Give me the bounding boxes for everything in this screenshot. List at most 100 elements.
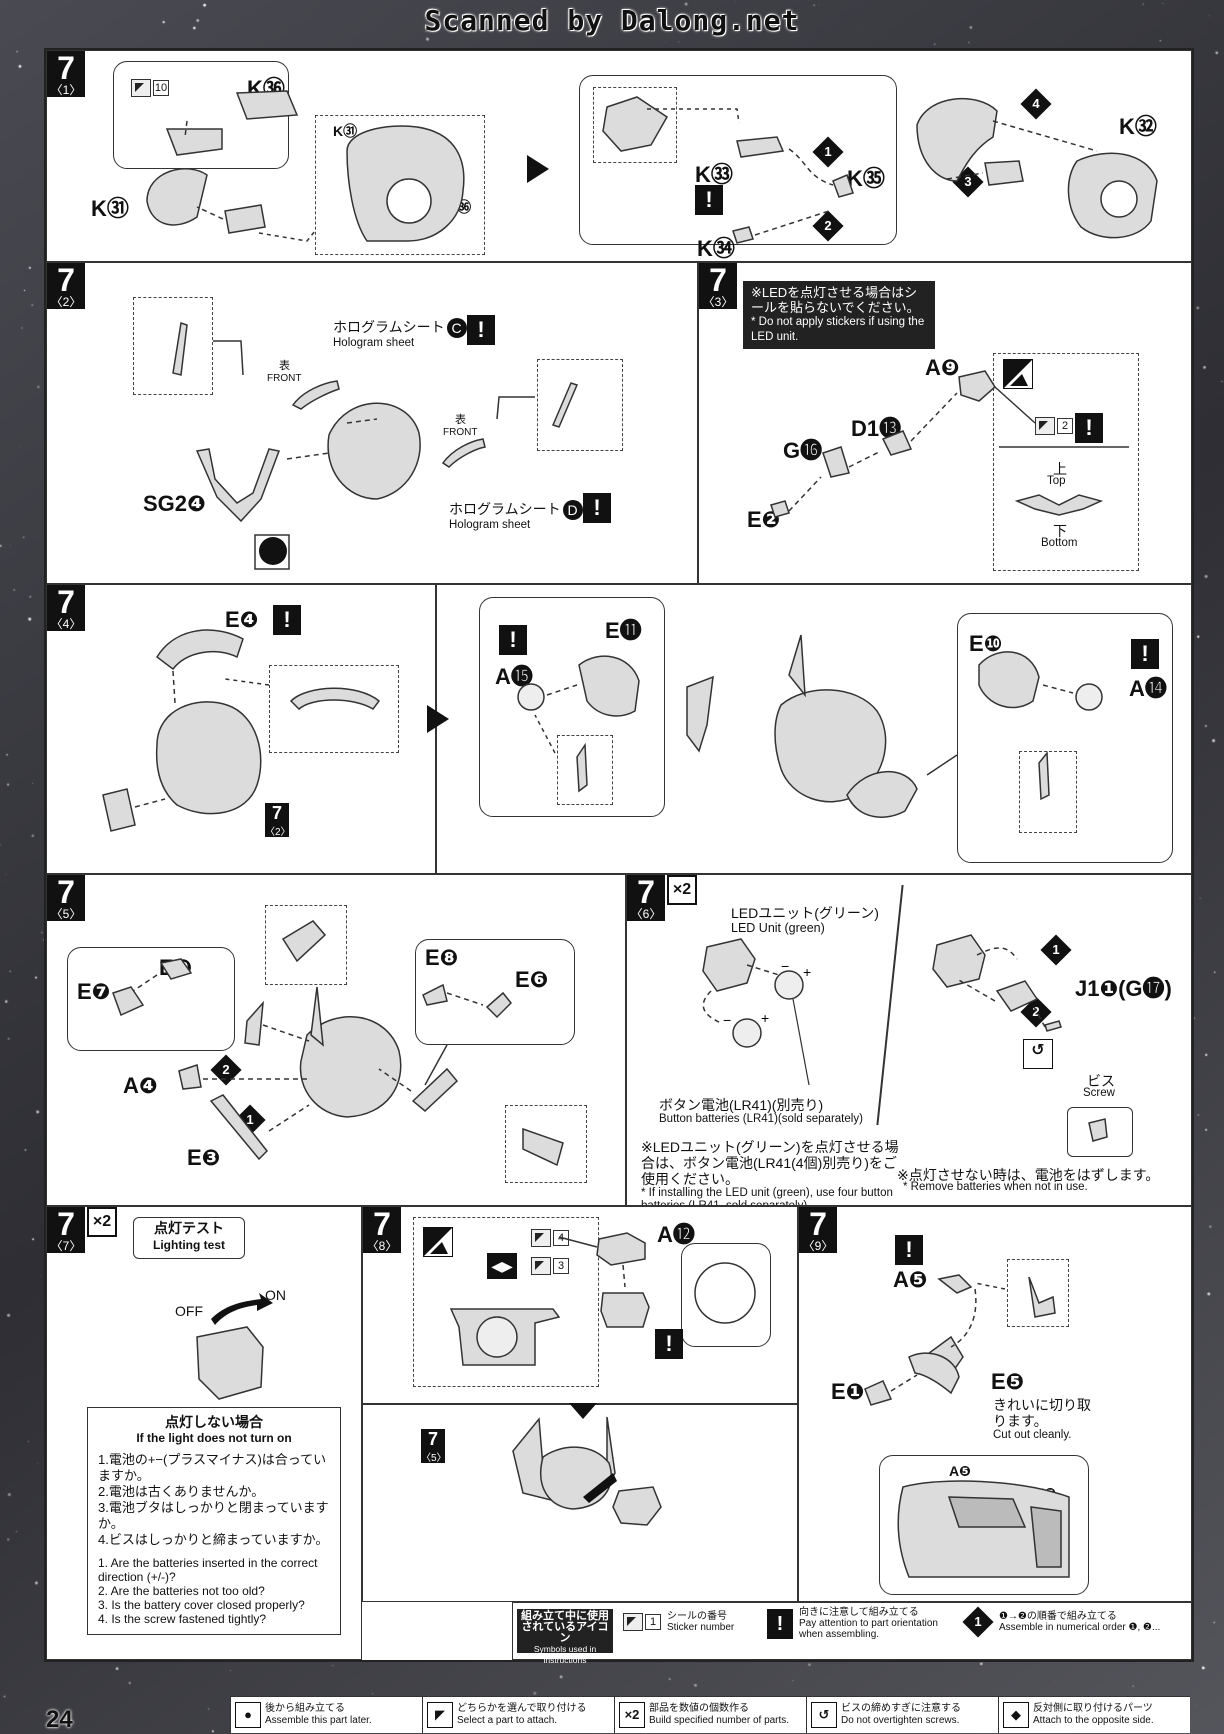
detail-box — [1019, 751, 1077, 833]
select-part-icon — [1003, 359, 1033, 389]
screw-label-en: Screw — [1083, 1087, 1115, 1099]
front-label-en: FRONT — [267, 373, 302, 384]
step-7-3-drawing — [770, 370, 1129, 518]
sticker-number: 2 — [1035, 417, 1073, 435]
orientation-warning-icon: ! — [467, 315, 495, 345]
led-sticker-note: ※LEDを点灯させる場合はシールを貼らないでください。* Do not appl… — [743, 281, 935, 349]
screw-label-jp: ビス — [1087, 1073, 1115, 1089]
part-label: K㉛ — [333, 123, 358, 139]
step-number: 7〈9〉 — [799, 1207, 837, 1253]
detail-box — [537, 359, 623, 451]
order-icon: 1 — [962, 1606, 994, 1638]
sticker-number-icon: 1 — [623, 1613, 661, 1631]
orientation-warning-icon: ! — [1131, 639, 1159, 669]
step-number: 7〈3〉 — [699, 263, 737, 309]
trouble-list-jp: 1.電池の+−(プラスマイナス)は合っていますか。 2.電池は古くありませんか。… — [98, 1452, 329, 1547]
step-number: 7〈5〉 — [47, 875, 85, 921]
reference-step-icon: 7〈5〉 — [421, 1429, 447, 1464]
step-7-5-drawing — [112, 920, 564, 1167]
part-label: A⓮ — [1129, 676, 1167, 701]
symbols-legend: 組み立て中に使用されているアイコン Symbols used in instru… — [512, 1602, 1192, 1665]
step-7-5-panel: 7〈5〉 E❾ E❼ E❽ E❻ A❹ E❸ 2 1 — [46, 874, 626, 1206]
part-label: J1❶(G⓱) — [1075, 976, 1172, 1001]
part-label: E❶ — [831, 1379, 865, 1404]
front-label-jp: 表 — [279, 360, 290, 372]
reference-step-icon: 7〈2〉 — [265, 803, 291, 838]
hologram-c-en: Hologram sheet — [333, 337, 415, 349]
trouble-title-en: If the light does not turn on — [136, 1431, 292, 1445]
multiplier-badge: ×2 — [87, 1207, 117, 1237]
cut-note-en: Cut out cleanly. — [993, 1429, 1072, 1441]
part-label: K㉜ — [1119, 114, 1157, 139]
step-7-2-drawing — [172, 322, 579, 570]
step-7-1-drawing — [146, 90, 1158, 244]
orientation-warning-icon: ! — [499, 625, 527, 655]
scan-credit: Scanned by Dalong.net — [424, 4, 800, 37]
svg-text:+: + — [761, 1010, 769, 1026]
select-part-icon — [423, 1227, 453, 1257]
step-number: 7〈2〉 — [47, 263, 85, 309]
step-7-6-panel: 7〈6〉 ×2 LEDユニット(グリーン) LED Unit (green) ボ… — [626, 874, 1192, 1206]
detail-box — [265, 905, 347, 985]
remove-batteries-en: * Remove batteries when not in use. — [903, 1181, 1088, 1193]
bottom-label-en: Bottom — [1041, 537, 1078, 549]
part-label: E❻ — [515, 967, 549, 992]
orientation-warning-icon: ! — [655, 1329, 683, 1359]
step-7-8-drawing — [449, 1232, 756, 1526]
screw-detail-box — [1067, 1107, 1133, 1157]
part-label: A❾ — [925, 355, 960, 380]
hologram-d-en: Hologram sheet — [449, 519, 531, 531]
multiplier-badge: ×2 — [667, 875, 697, 905]
part-label: A❺ — [949, 1463, 971, 1479]
trouble-title-jp: 点灯しない場合 — [165, 1414, 263, 1430]
detail-box — [315, 115, 485, 255]
svg-text:−: − — [723, 1012, 731, 1028]
opposite-side-icon: ◀▶ — [487, 1253, 517, 1279]
step-7-4-panel: 7〈4〉 E❹ ! 7〈2〉 ! A⓯ E⓫ E❿ ! A⓮ — [46, 584, 1192, 874]
part-label: E❽ — [425, 945, 459, 970]
bottom-label-jp: 下 — [1053, 523, 1067, 539]
lighting-test-jp: 点灯テスト — [154, 1220, 224, 1236]
part-label: K㉛ — [91, 196, 129, 221]
step-7-7-drawing — [196, 1293, 273, 1400]
step-7-9-drawing — [864, 1274, 1070, 1578]
next-arrow — [427, 705, 449, 733]
orientation-warning-icon: ! — [895, 1235, 923, 1265]
part-label: E❺ — [991, 1369, 1025, 1394]
part-label: A⓬ — [657, 1222, 695, 1247]
step-7-4-drawing — [102, 629, 1103, 832]
multiplier-icon: ×2 — [619, 1702, 645, 1728]
front-label-jp: 表 — [455, 414, 466, 426]
step-7-7-panel: 7〈7〉 ×2 点灯テスト Lighting test OFF ON 点灯しない… — [46, 1206, 362, 1660]
sticker-option-box — [413, 1217, 599, 1387]
instruction-sheet: 7〈1〉 10 K㊱ K㉛ K㉛ K㊱ K㉝ ! K㉞ K㉟ 1 2 3 4 K… — [44, 48, 1194, 1665]
detail-box — [557, 735, 613, 805]
battery-note-en: * If installing the LED unit (green), us… — [641, 1187, 893, 1206]
battery-label-en: Button batteries (LR41)(sold separately) — [659, 1113, 863, 1125]
detail-box — [505, 1105, 587, 1183]
part-label: E❸ — [187, 1145, 221, 1170]
step-number: 7〈7〉 — [47, 1207, 85, 1253]
opposite-side-icon: ◆ — [1003, 1702, 1029, 1728]
led-label-en: LED Unit (green) — [731, 921, 825, 935]
part-label: K㉝ — [695, 162, 733, 187]
overtighten-screw-icon: ↺ — [811, 1702, 837, 1728]
front-label-en: FRONT — [443, 427, 478, 438]
step-7-8-panel: 7〈8〉 4 ◀▶ 3 A⓬ ! 7〈5〉 — [362, 1206, 798, 1602]
sticker-number: 10 — [131, 79, 169, 97]
step-7-1-panel: 7〈1〉 10 K㊱ K㉛ K㉛ K㊱ K㉝ ! K㉞ K㉟ 1 2 3 4 K… — [46, 50, 1192, 262]
top-label-jp: 上 — [1053, 461, 1067, 477]
page-number: 24 — [46, 1706, 73, 1733]
battery-label-jp: ボタン電池(LR41)(別売り) — [659, 1097, 824, 1113]
